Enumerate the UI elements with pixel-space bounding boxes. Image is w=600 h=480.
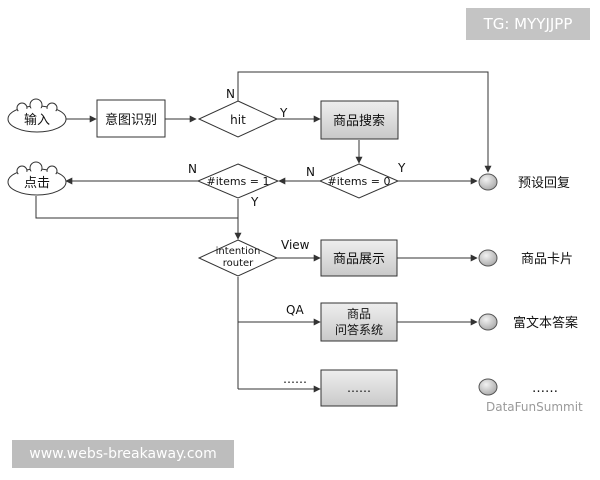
items-zero-diamond: #items = 0 — [318, 163, 400, 199]
edge-label-zero-yes: Y — [397, 161, 406, 175]
intention-router-diamond: intention router — [197, 239, 279, 277]
output-more: …… — [532, 381, 558, 396]
output-preset-reply: 预设回复 — [518, 176, 570, 191]
product-display-label: 商品展示 — [333, 252, 385, 267]
edge-click-router — [35, 196, 238, 219]
more-box: …… — [320, 369, 398, 407]
qa-label-line2: 问答系统 — [335, 322, 383, 337]
product-display-box: 商品展示 — [320, 239, 398, 277]
terminal-rich-text — [478, 313, 498, 331]
edge-label-qa: QA — [286, 303, 304, 317]
edge-label-one-yes: Y — [250, 195, 259, 209]
items-zero-label: #items = 0 — [327, 175, 390, 188]
edge-label-zero-no: N — [306, 165, 315, 179]
product-search-box: 商品搜索 — [320, 100, 399, 140]
intent-box: 意图识别 — [96, 99, 166, 138]
router-label-line2: router — [223, 258, 254, 269]
edge-label-view: View — [281, 238, 310, 252]
edge-label-more: …… — [283, 372, 307, 386]
more-box-label: …… — [347, 381, 371, 395]
click-cloud: 点击 — [7, 161, 67, 196]
hit-diamond: hit — [197, 100, 279, 138]
edge-hit-preset — [237, 71, 492, 173]
edge-label-hit-yes: Y — [279, 106, 288, 120]
terminal-product-card — [478, 249, 498, 267]
qa-label-line1: 商品 — [347, 306, 371, 321]
click-label: 点击 — [24, 176, 50, 191]
product-search-label: 商品搜索 — [333, 114, 385, 129]
edge-label-hit-no: N — [226, 87, 235, 101]
website-watermark: www.webs-breakaway.com — [12, 440, 234, 468]
product-qa-box: 商品 问答系统 — [320, 302, 398, 342]
tg-watermark: TG: MYYJJPP — [466, 8, 590, 40]
input-cloud: 输入 — [7, 98, 67, 133]
terminal-preset-reply — [478, 173, 498, 191]
items-one-diamond: #items = 1 — [196, 163, 280, 199]
output-product-card: 商品卡片 — [521, 252, 573, 267]
router-label-line1: intention — [216, 246, 261, 257]
hit-label: hit — [230, 113, 246, 127]
output-rich-text: 富文本答案 — [513, 315, 578, 331]
terminal-more — [478, 378, 498, 396]
brand-watermark: DataFunSummit — [486, 400, 583, 414]
items-one-label: #items = 1 — [206, 175, 269, 188]
intent-label: 意图识别 — [105, 112, 157, 128]
edges — [35, 71, 492, 393]
edge-label-one-no: N — [188, 162, 197, 176]
input-label: 输入 — [24, 112, 50, 128]
